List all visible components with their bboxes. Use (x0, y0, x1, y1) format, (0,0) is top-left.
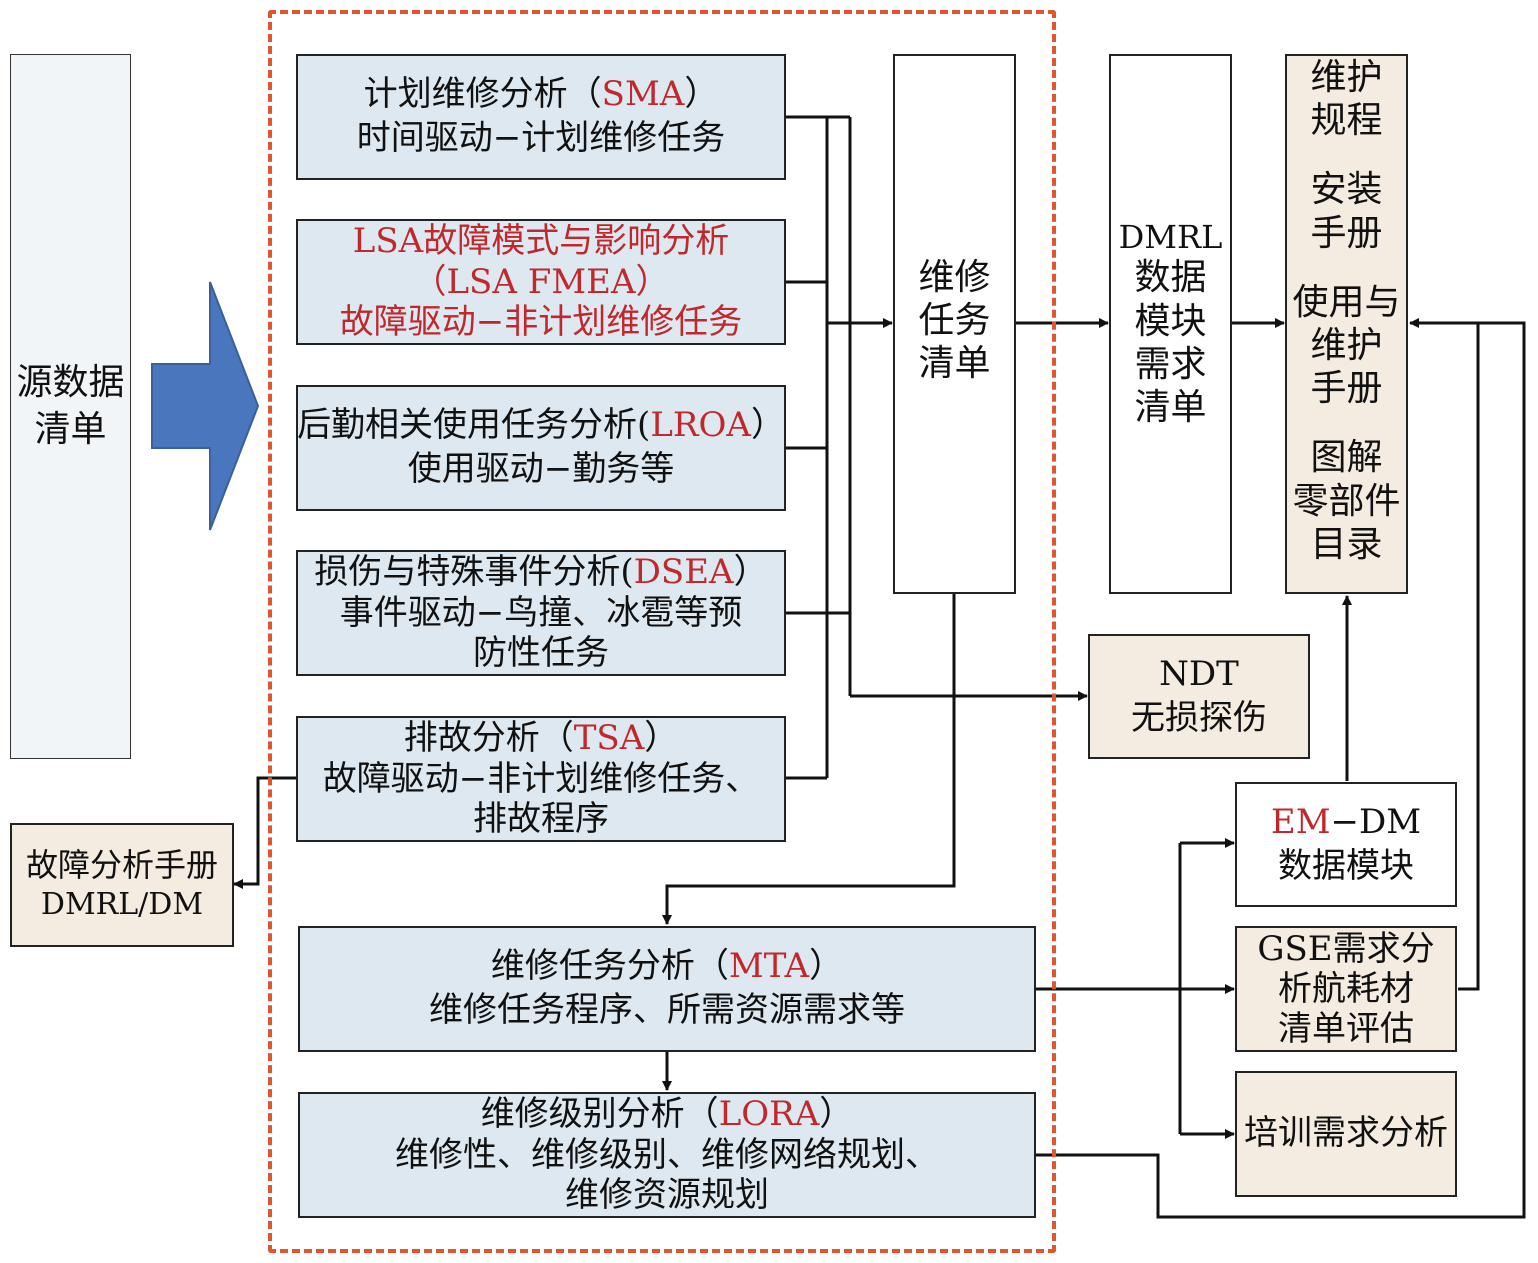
lora-subtitle: 维修性、维修级别、维修网络规划、 (395, 1134, 939, 1175)
connector-tsa-faultmanual (233, 776, 296, 889)
publication-install-1: 安装 (1310, 169, 1383, 211)
ndt-code: NDT (1159, 653, 1239, 694)
lsa-title: LSA故障模式与影响分析 (352, 220, 730, 261)
analysis-region-border (268, 10, 1056, 1253)
sma-box: 计划维修分析（SMA） 时间驱动−计划维修任务 (296, 54, 786, 180)
dmrl-list-box: DMRL 数据 模块 需求 清单 (1109, 54, 1232, 594)
mta-title: 维修任务分析（MTA） (490, 946, 844, 987)
publication-operation-3: 手册 (1310, 368, 1383, 410)
dmrl-line-4: 需求 (1134, 343, 1207, 385)
lroa-subtitle: 使用驱动−勤务等 (407, 449, 675, 489)
training-needs-box: 培训需求分析 (1235, 1071, 1457, 1197)
task-list-line-1: 维修 (918, 257, 991, 298)
tsa-subtitle-2: 排故程序 (473, 799, 609, 840)
gse-line-3: 清单评估 (1278, 1009, 1414, 1050)
task-list-line-2: 任务 (918, 300, 991, 342)
fault-manual-title: 故障分析手册 (25, 846, 218, 885)
publication-operation-2: 维护 (1310, 324, 1383, 366)
connector-tasklist-mta (662, 593, 956, 925)
task-list-line-3: 清单 (918, 343, 991, 385)
lroa-title: 后勤相关使用任务分析(LROA） (297, 405, 785, 446)
connector-gse-manuals (1409, 318, 1480, 991)
mta-subtitle: 维修任务程序、所需资源需求等 (429, 990, 905, 1030)
ndt-box: NDT 无损探伤 (1088, 634, 1310, 759)
lora-title: 维修级别分析（LORA） (480, 1093, 854, 1134)
dsea-title: 损伤与特殊事件分析(DSEA） (314, 551, 768, 592)
dmrl-line-1: DMRL (1118, 218, 1223, 256)
fault-manual-code: DMRL/DM (40, 887, 204, 923)
publication-ipc-3: 目录 (1310, 523, 1383, 565)
publication-procedure-2: 规程 (1310, 100, 1383, 142)
publication-procedure-1: 维护 (1310, 57, 1383, 98)
connector-lora-manuals (1036, 321, 1526, 1219)
gse-box: GSE需求分 析航耗材 清单评估 (1235, 926, 1457, 1052)
flow-arrow-icon (151, 281, 260, 531)
mta-box: 维修任务分析（MTA） 维修任务程序、所需资源需求等 (298, 926, 1036, 1052)
source-data-list: 源数据 清单 (10, 54, 131, 759)
em-dm-box: EM−DM 数据模块 (1235, 782, 1457, 907)
publication-ipc-1: 图解 (1310, 437, 1383, 479)
em-dm-title: EM−DM (1270, 801, 1422, 842)
gse-line-1: GSE需求分 (1257, 928, 1435, 969)
sma-subtitle: 时间驱动−计划维修任务 (356, 118, 726, 158)
dmrl-line-3: 模块 (1134, 300, 1207, 342)
publication-operation-1: 使用与 (1292, 281, 1401, 323)
dsea-subtitle: 事件驱动−鸟撞、冰雹等预 (339, 592, 743, 633)
dmrl-line-2: 数据 (1134, 257, 1207, 299)
lsa-fmea-box: LSA故障模式与影响分析 （LSA FMEA） 故障驱动−非计划维修任务 (296, 219, 786, 345)
dsea-box: 损伤与特殊事件分析(DSEA） 事件驱动−鸟撞、冰雹等预 防性任务 (296, 550, 786, 676)
em-dm-subtitle: 数据模块 (1278, 845, 1414, 886)
gse-line-2: 析航耗材 (1278, 968, 1414, 1009)
tsa-title: 排故分析（TSA） (403, 717, 679, 758)
lroa-box: 后勤相关使用任务分析(LROA） 使用驱动−勤务等 (296, 385, 786, 511)
fault-analysis-manual-box: 故障分析手册 DMRL/DM (10, 823, 234, 947)
tsa-subtitle: 故障驱动−非计划维修任务、 (322, 758, 760, 799)
sma-title: 计划维修分析（SMA） (363, 74, 719, 115)
lora-subtitle-2: 维修资源规划 (565, 1175, 769, 1216)
lsa-subtitle: 故障驱动−非计划维修任务 (339, 302, 743, 343)
publications-box: 维护 规程 安装 手册 使用与 维护 手册 图解 零部件 目录 (1285, 54, 1408, 594)
tsa-box: 排故分析（TSA） 故障驱动−非计划维修任务、 排故程序 (296, 716, 786, 842)
dsea-subtitle-2: 防性任务 (473, 633, 609, 674)
lsa-code: （LSA FMEA） (412, 261, 670, 302)
source-list-line-2: 清单 (34, 408, 107, 450)
lora-box: 维修级别分析（LORA） 维修性、维修级别、维修网络规划、 维修资源规划 (298, 1092, 1036, 1218)
publication-install-2: 手册 (1310, 212, 1383, 254)
maintenance-task-list-box: 维修 任务 清单 (893, 54, 1016, 594)
dmrl-line-5: 清单 (1134, 386, 1207, 428)
source-list-line-1: 源数据 (16, 362, 125, 404)
publication-ipc-2: 零部件 (1292, 480, 1401, 522)
ndt-label: 无损探伤 (1131, 697, 1267, 738)
training-label: 培训需求分析 (1244, 1113, 1448, 1154)
